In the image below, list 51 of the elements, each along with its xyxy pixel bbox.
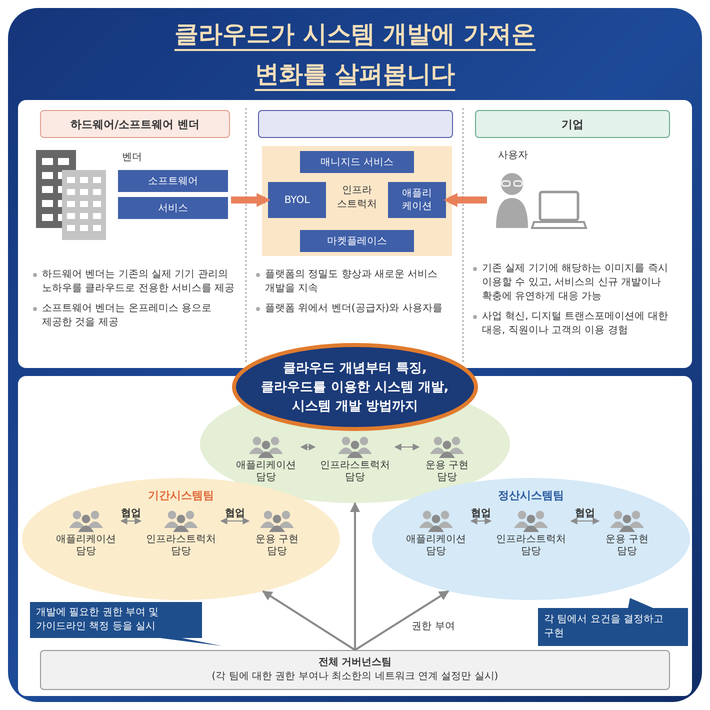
arrow bbox=[300, 444, 316, 450]
bullet-text: 기존 실제 기기에 해당하는 이미지를 즉시 이용할 수 있고, 서비스의 신규 개발이나 확충에 유연하게 대응 가능 bbox=[472, 262, 682, 304]
bullet-text: 사업 혁신, 디지털 트랜스포메이션에 대한 대응, 직원이나 고객의 이용 경험 bbox=[472, 310, 682, 338]
governance-box bbox=[40, 650, 670, 690]
team-title: 정산시스템팀 bbox=[497, 488, 565, 503]
role-label: 운용 구현 담당 bbox=[424, 460, 470, 484]
callout-box: 개발에 필요한 권한 부여 및 가이드라인 책정 등을 실시 bbox=[30, 602, 222, 646]
role-label: 애플리케이션 담당 bbox=[405, 534, 467, 558]
team-title: 기간시스템팀 bbox=[147, 488, 215, 503]
header-tab: 하드웨어/소프트웨어 벤더 bbox=[40, 110, 230, 138]
arrow bbox=[394, 444, 420, 450]
governance-note: (각 팀에 대한 권한 부여나 최소한의 네트워크 연계 설정만 실시) bbox=[212, 670, 498, 684]
role-label: 인프라스트럭처 담당 bbox=[319, 460, 391, 484]
bullet-text: 플랫폼의 정밀도 향상과 새로운 서비스 개발을 지속 bbox=[255, 268, 460, 296]
arrow bbox=[262, 590, 356, 651]
role-label: 운용 구현 담당 bbox=[604, 534, 650, 558]
role-label: 애플리케이션 담당 bbox=[235, 460, 297, 484]
governance-title: 전체 거버넌스팀 bbox=[318, 656, 392, 670]
arrow bbox=[231, 193, 271, 207]
arrow bbox=[120, 518, 142, 524]
arrow bbox=[354, 590, 450, 651]
title: 클라우드가 시스템 개발에 가져온 변화를 살펴봅니다 bbox=[173, 19, 537, 90]
edge-label: 협업 bbox=[471, 507, 491, 520]
edge-label: 협업 bbox=[121, 507, 141, 520]
role-label: 인프라스트럭처 담당 bbox=[145, 534, 217, 558]
arrow bbox=[220, 518, 250, 524]
role-label: 애플리케이션 담당 bbox=[55, 534, 117, 558]
role-label: 인프라스트럭처 담당 bbox=[495, 534, 567, 558]
edge-label: 협업 bbox=[225, 507, 245, 520]
service-box: 마켓플레이스 bbox=[300, 230, 414, 252]
header-tab: 기업 bbox=[475, 110, 670, 138]
arrow bbox=[570, 518, 600, 524]
bullet-text: 플랫폼 위에서 벤더(공급자)와 사용자를 bbox=[255, 302, 460, 316]
vendor-label: 벤더 bbox=[122, 151, 143, 164]
callout-box: 각 팀에서 요건을 결정하고 구현 bbox=[538, 598, 688, 646]
service-box: 소프트웨어 bbox=[118, 170, 228, 192]
role-label: 운용 구현 담당 bbox=[254, 534, 300, 558]
bullet-text: 하드웨어 벤더는 기존의 실제 기기 관리의 노하우를 클라우드로 전용한 서비스를 제공 bbox=[32, 268, 237, 296]
panel-label: 인프라 스트럭처 bbox=[336, 184, 378, 212]
service-box: 서비스 bbox=[118, 197, 228, 219]
service-box: 매니지드 서비스 bbox=[300, 151, 414, 173]
arrow bbox=[350, 502, 360, 650]
arrow bbox=[470, 518, 492, 524]
arrow bbox=[443, 193, 487, 207]
service-box: 애플리 케이션 bbox=[388, 182, 446, 218]
header-tab bbox=[258, 110, 453, 138]
service-box: BYOL bbox=[268, 182, 326, 218]
edge-label: 협업 bbox=[575, 507, 595, 520]
user-label: 사용자 bbox=[498, 149, 528, 162]
infrastructure-panel bbox=[262, 146, 452, 256]
bullet-text: 소프트웨어 벤더는 온프레미스 용으로 제공한 것을 제공 bbox=[32, 302, 237, 330]
